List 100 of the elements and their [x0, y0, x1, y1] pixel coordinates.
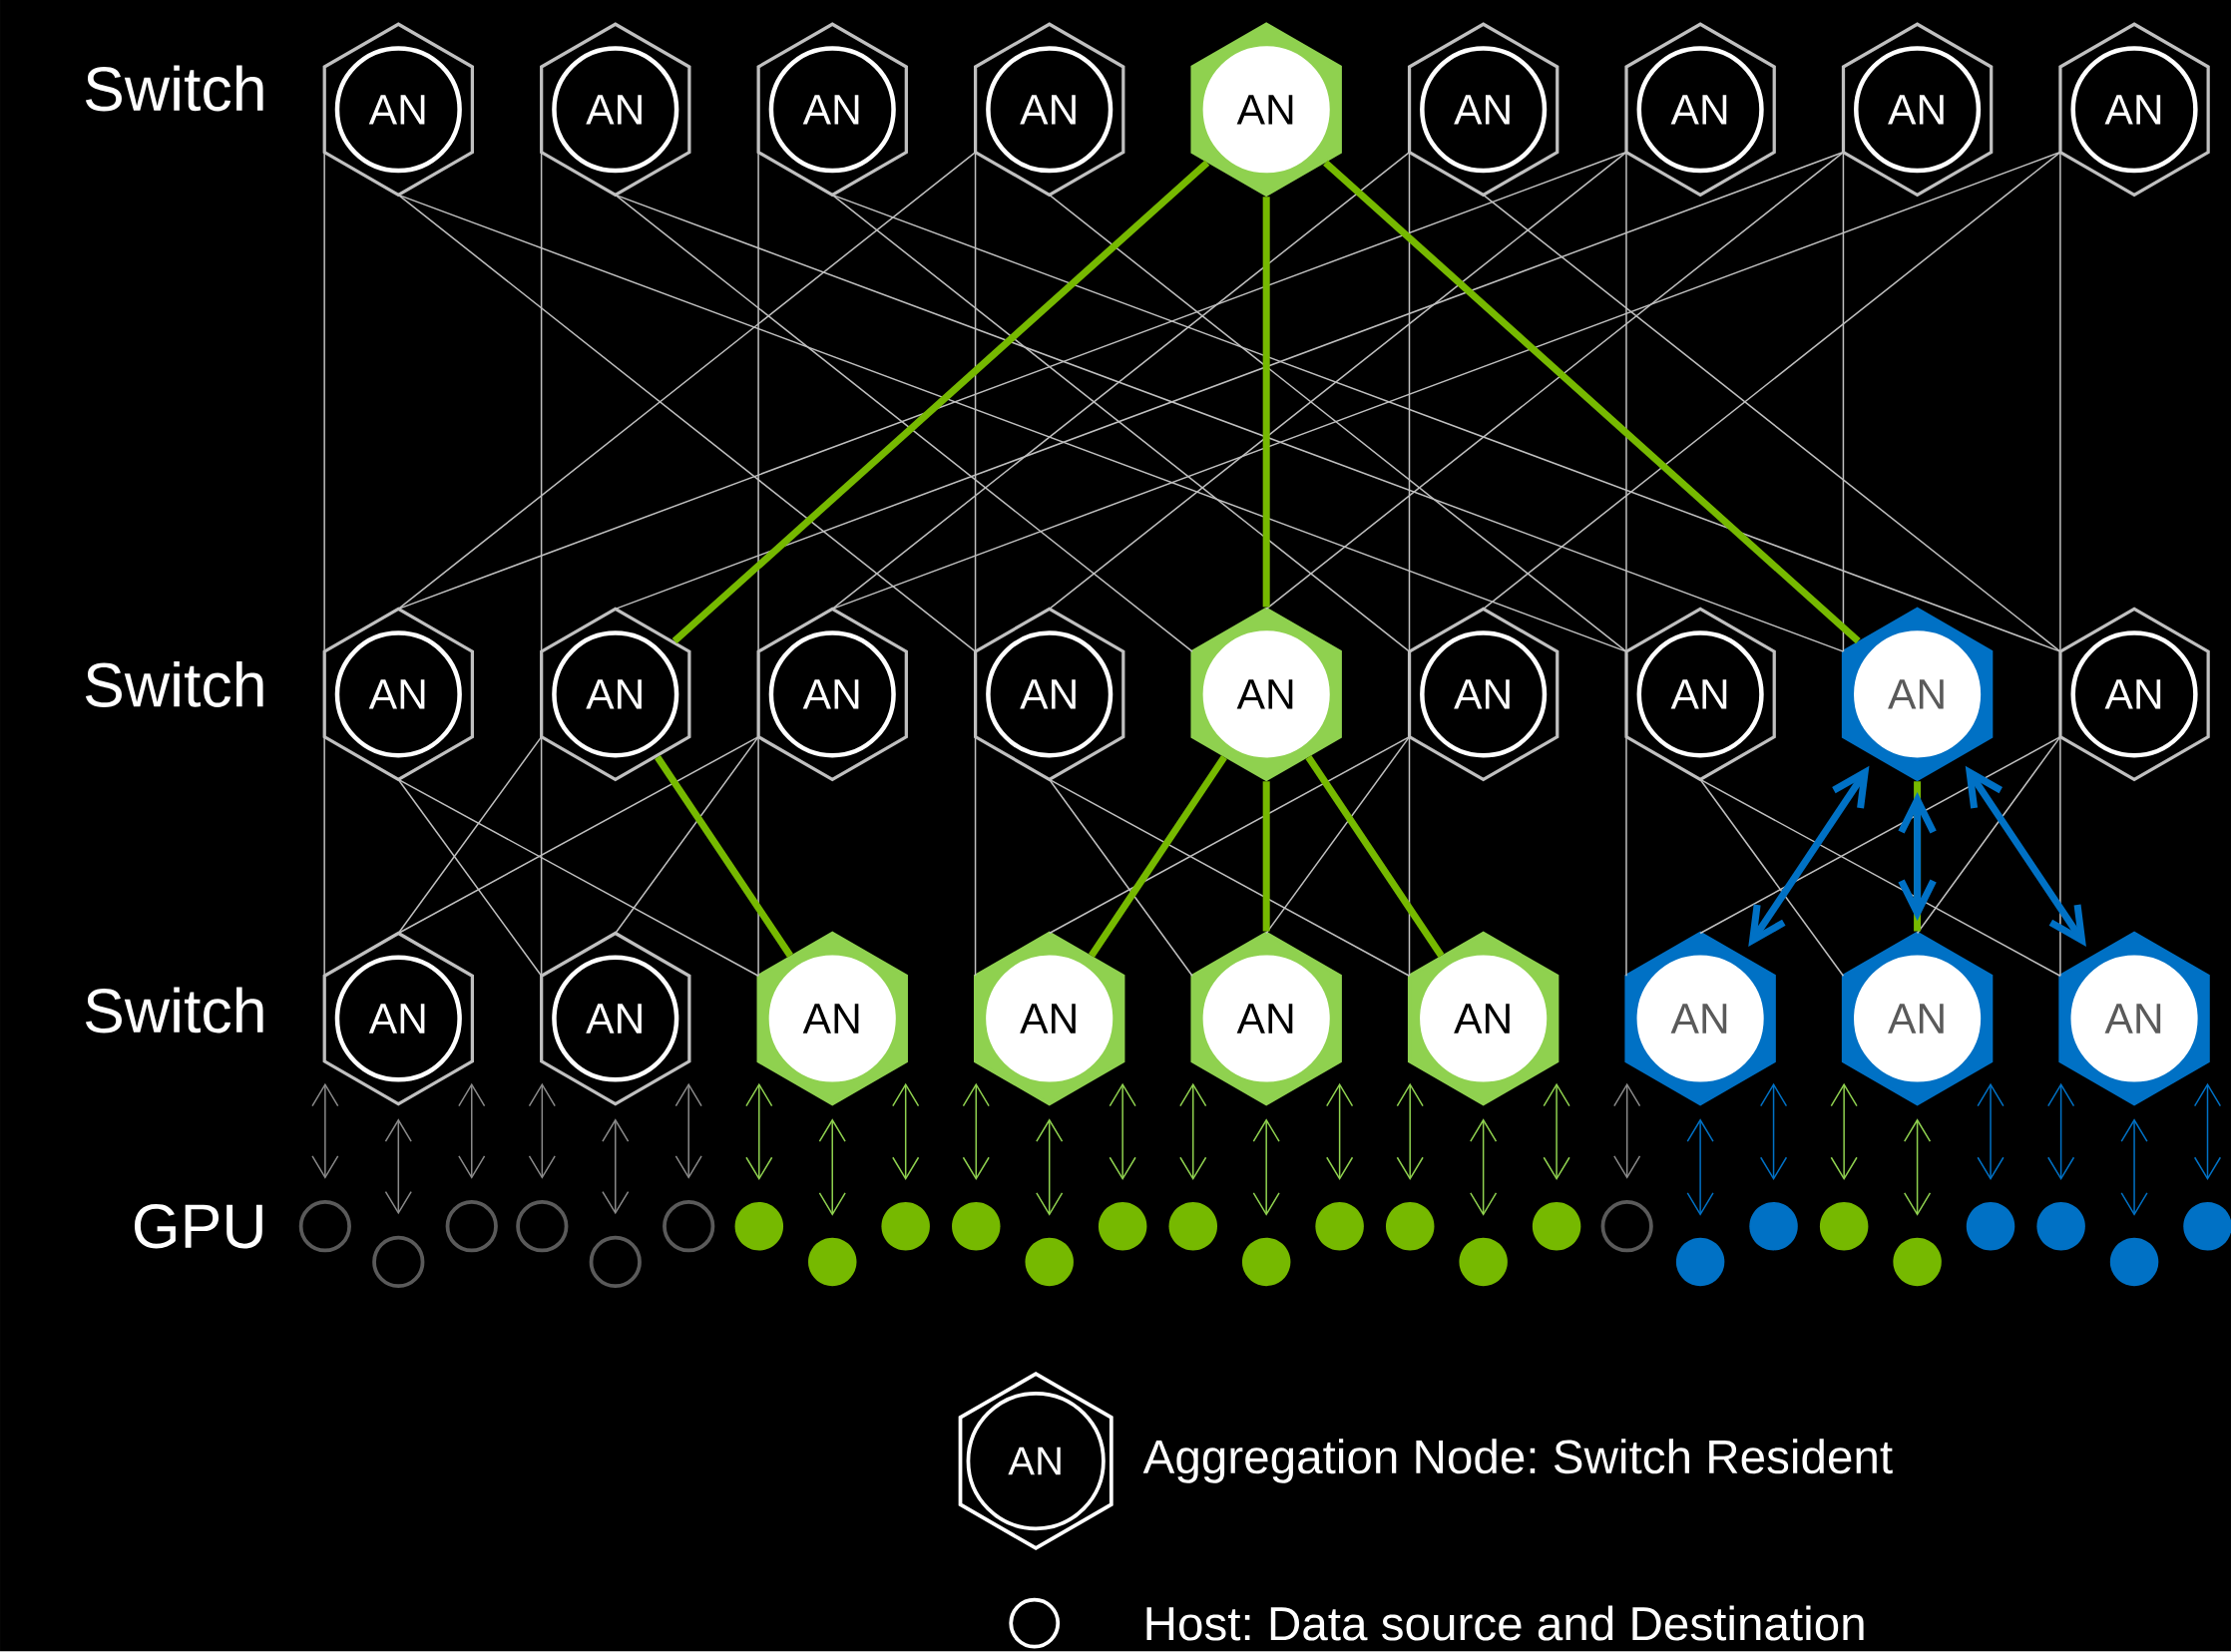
link-line [397, 778, 759, 978]
legend-text: Host: Data source and Destination [1146, 1605, 1864, 1641]
host-circle [734, 1202, 784, 1251]
host-circle [1315, 1202, 1364, 1251]
link-line [1048, 194, 1627, 653]
double-arrow [2120, 1118, 2148, 1216]
link-line [1842, 152, 1845, 653]
double-arrow [1543, 1082, 1570, 1181]
aggregation-node: AN [1407, 22, 1560, 198]
host-circle [298, 1200, 351, 1253]
double-arrow [962, 1082, 990, 1181]
aggregation-node: AN [974, 607, 1125, 782]
row-label: Switch [85, 65, 263, 112]
link-line [540, 152, 543, 653]
link-line [1482, 194, 2061, 653]
link-line [974, 152, 977, 653]
link-line [1699, 736, 2061, 935]
aggregation-node: AN [1190, 607, 1342, 782]
link-line [397, 736, 759, 935]
double-arrow [745, 1082, 773, 1181]
double-arrow [311, 1082, 339, 1179]
link-line [1265, 736, 1411, 935]
host-circle [516, 1200, 569, 1253]
link-line [615, 194, 1845, 653]
aggregation-node: AN [1624, 22, 1776, 198]
link-line [831, 152, 1411, 611]
link-line [1048, 736, 1411, 935]
row-label: Switch [85, 987, 263, 1033]
aggregation-node: AN [2058, 22, 2210, 198]
host-circle [1385, 1202, 1435, 1251]
link-line [1699, 778, 1845, 978]
double-arrow [2193, 1082, 2222, 1181]
link-line [397, 194, 1627, 653]
aggregation-node: AN [322, 22, 474, 198]
double-arrow [1470, 1118, 1498, 1216]
link-line [615, 736, 759, 935]
double-arrow [1830, 1082, 1858, 1181]
link-line [540, 736, 543, 978]
row-label: GPU [135, 1204, 262, 1249]
link-line [323, 152, 325, 653]
host-circle [1168, 1202, 1217, 1251]
link-line [1408, 736, 1411, 978]
link-line [323, 736, 325, 978]
link-line [615, 152, 1845, 611]
aggregation-node: AN [756, 22, 908, 198]
double-arrow [1613, 1082, 1641, 1179]
row-label: Switch [85, 661, 263, 708]
link-line [1089, 755, 1227, 959]
host-circle [1532, 1202, 1581, 1251]
double-arrow [1179, 1082, 1207, 1181]
host-circle [1098, 1202, 1147, 1251]
host-circle [589, 1235, 642, 1289]
link-line [757, 736, 759, 978]
double-arrow [1396, 1082, 1424, 1181]
link-line [1916, 736, 2061, 935]
double-arrow [1036, 1118, 1064, 1216]
double-arrow [1977, 1082, 2005, 1181]
link-line [1625, 736, 1627, 978]
double-arrow [528, 1082, 556, 1179]
link-line [1048, 778, 1193, 978]
host-circle [1025, 1237, 1074, 1287]
link-line [757, 152, 759, 653]
double-arrow [1748, 766, 1870, 948]
aggregation-node: AN [756, 607, 908, 782]
link-line [1482, 152, 2061, 611]
double-arrow [1326, 1082, 1354, 1181]
aggregation-node: AN [2058, 607, 2210, 782]
double-arrow [1965, 766, 2086, 948]
link-line [671, 160, 1210, 644]
link-line [397, 778, 543, 978]
link-line [831, 194, 2061, 653]
double-arrow [1109, 1082, 1136, 1181]
link-line [974, 736, 977, 978]
host-circle [1966, 1202, 2015, 1251]
legend-text: Aggregation Node: Switch Resident [1142, 1439, 1893, 1483]
link-line [1323, 160, 1861, 644]
double-arrow [1252, 1118, 1280, 1216]
symbol-label: AN [1008, 1446, 1061, 1475]
link-line [1408, 152, 1411, 653]
link-line [2059, 152, 2061, 653]
link-line [397, 736, 543, 935]
double-arrow [674, 1082, 702, 1179]
aggregation-node: AN [1841, 607, 1994, 782]
aggregation-node: AN [322, 607, 474, 782]
host-circle [1241, 1237, 1291, 1287]
host-circle [808, 1237, 857, 1287]
link-line [397, 152, 1627, 611]
link-line [831, 152, 2061, 611]
host-circle [1675, 1237, 1725, 1287]
aggregation-node: AN [974, 22, 1125, 198]
host-circle [1819, 1202, 1869, 1251]
aggregation-node: AN [540, 607, 691, 782]
host-circle [1459, 1237, 1508, 1287]
link-line [1699, 778, 2061, 978]
double-arrow [1759, 1082, 1788, 1181]
host-circle [881, 1202, 930, 1251]
double-arrow [602, 1118, 630, 1215]
host-circle [445, 1200, 498, 1253]
host-circle [952, 1202, 1001, 1251]
link-line [655, 755, 793, 959]
